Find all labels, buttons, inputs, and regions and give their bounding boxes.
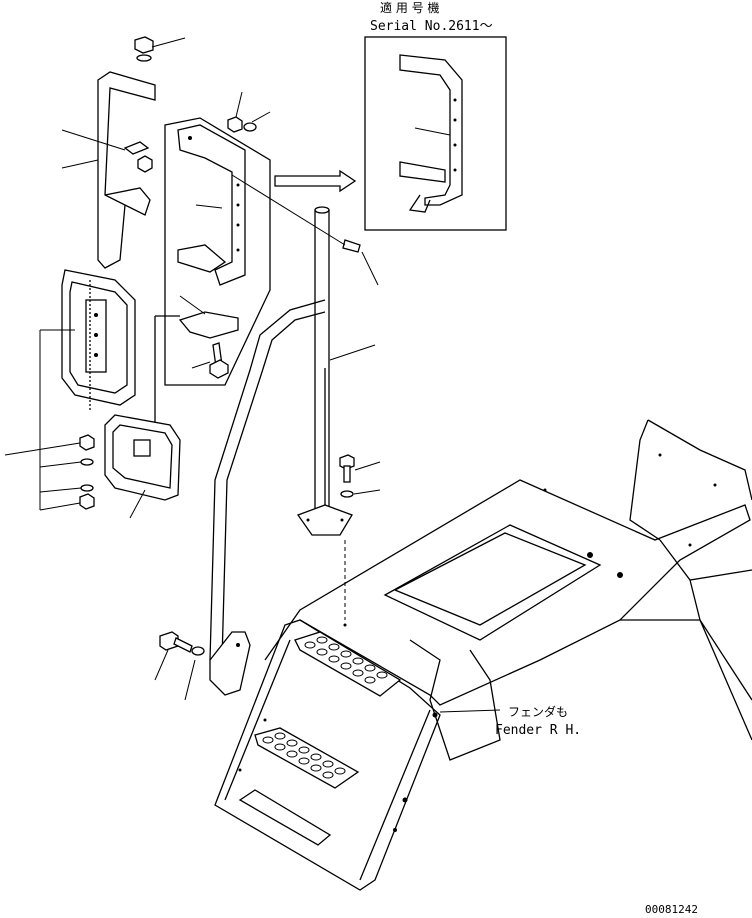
left-hardware — [4, 434, 95, 511]
mirror-lower — [104, 414, 181, 519]
serial-inset-frame — [364, 36, 507, 231]
bracket-nut — [227, 116, 243, 133]
washer-2 — [80, 484, 94, 492]
washer-1 — [80, 458, 94, 466]
serial-number-label: Serial No.2611～ — [370, 19, 493, 34]
drawing-number: 00081242 — [645, 903, 698, 916]
serial-inset: 適 用 号 機 Serial No.2611～ — [364, 0, 507, 231]
small-mirror-mount — [133, 439, 151, 457]
clip-plate — [123, 141, 150, 155]
nut-2 — [79, 493, 95, 510]
fender-bracket — [409, 639, 501, 761]
inset-bracket — [399, 54, 463, 206]
post-bolt — [342, 239, 361, 253]
reference-arrow — [274, 169, 357, 193]
mirror-upper — [39, 269, 136, 510]
fender-rear — [629, 419, 752, 541]
mirror-bracket — [154, 91, 271, 440]
fender-opening — [383, 524, 602, 641]
fender-en-label: Fender R H. — [495, 723, 581, 738]
top-washer — [136, 54, 152, 62]
bracket-body — [177, 124, 246, 286]
post-base-plate — [296, 504, 353, 536]
bracket-washer — [243, 122, 257, 132]
clamp — [178, 311, 239, 339]
upper-stay-group — [61, 36, 186, 269]
handrail — [154, 299, 326, 701]
small-mirror — [104, 414, 181, 501]
ladder-frame — [214, 619, 441, 891]
handrail-foot — [209, 631, 251, 696]
handrail-bolt — [173, 637, 193, 653]
bracket-group-outline — [164, 117, 271, 386]
nut-1 — [79, 434, 95, 451]
step-bottom — [238, 789, 332, 846]
inset-leader — [414, 127, 451, 136]
stay-nut — [137, 155, 153, 173]
fender-jp-label: フェンダも — [508, 704, 568, 719]
applicability-jp-label: 適 用 号 機 — [380, 0, 439, 15]
handrail-washer — [191, 646, 205, 656]
top-nut — [134, 36, 154, 54]
bracket-foot — [177, 244, 227, 273]
fender-frame — [264, 419, 752, 761]
step-ladder — [214, 619, 441, 891]
fender-leader — [439, 709, 501, 713]
post-washer — [340, 490, 354, 498]
inset-bracket-foot — [399, 161, 446, 213]
fender-deck — [264, 479, 751, 706]
mirror-post — [231, 174, 381, 620]
